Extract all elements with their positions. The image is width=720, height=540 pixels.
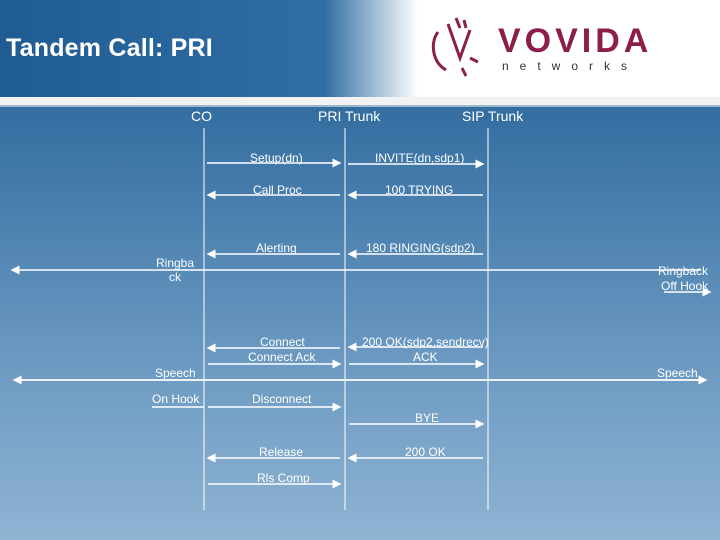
logo-subtitle: networks [502, 59, 638, 73]
header-rule-shadow [0, 105, 720, 107]
msg-connect-ack: Connect Ack [248, 350, 316, 364]
msg-rls-comp: Rls Comp [257, 471, 310, 485]
msg-ringback-left-1: Ringba [156, 256, 195, 270]
msg-trying: 100 TRYING [385, 183, 454, 197]
slide-title: Tandem Call: PRI [6, 34, 213, 62]
title-band [0, 0, 720, 98]
msg-ack: ACK [413, 350, 438, 364]
msg-200ok-sdp: 200 OK(sdp2,sendrecv) [362, 335, 489, 349]
entity-sip-trunk: SIP Trunk [462, 108, 524, 124]
msg-ringback-right: Ringback [658, 264, 709, 278]
header-rule [0, 97, 720, 105]
msg-alerting: Alerting [256, 241, 297, 255]
msg-ringing: 180 RINGING(sdp2) [366, 241, 475, 255]
msg-speech-right: Speech [657, 366, 698, 380]
msg-ringback-left-2: ck [169, 270, 181, 284]
entity-pri-trunk: PRI Trunk [318, 108, 381, 124]
entity-co: CO [191, 108, 212, 124]
msg-bye: BYE [415, 411, 440, 425]
msg-callproc: Call Proc [253, 183, 302, 197]
msg-invite: INVITE(dn,sdp1) [375, 151, 465, 165]
msg-onhook: On Hook [152, 392, 200, 406]
vovida-mark-icon [431, 17, 479, 77]
vovida-logo: VOVIDA networks [431, 17, 652, 77]
msg-200ok: 200 OK [405, 445, 446, 459]
msg-disconnect: Disconnect [252, 392, 312, 406]
msg-speech-left: Speech [155, 366, 196, 380]
msg-connect: Connect [260, 335, 305, 349]
logo-wordmark: VOVIDA [498, 22, 652, 60]
msg-setup: Setup(dn) [250, 151, 303, 165]
msg-release: Release [259, 445, 304, 459]
msg-offhook: Off Hook [661, 279, 709, 293]
